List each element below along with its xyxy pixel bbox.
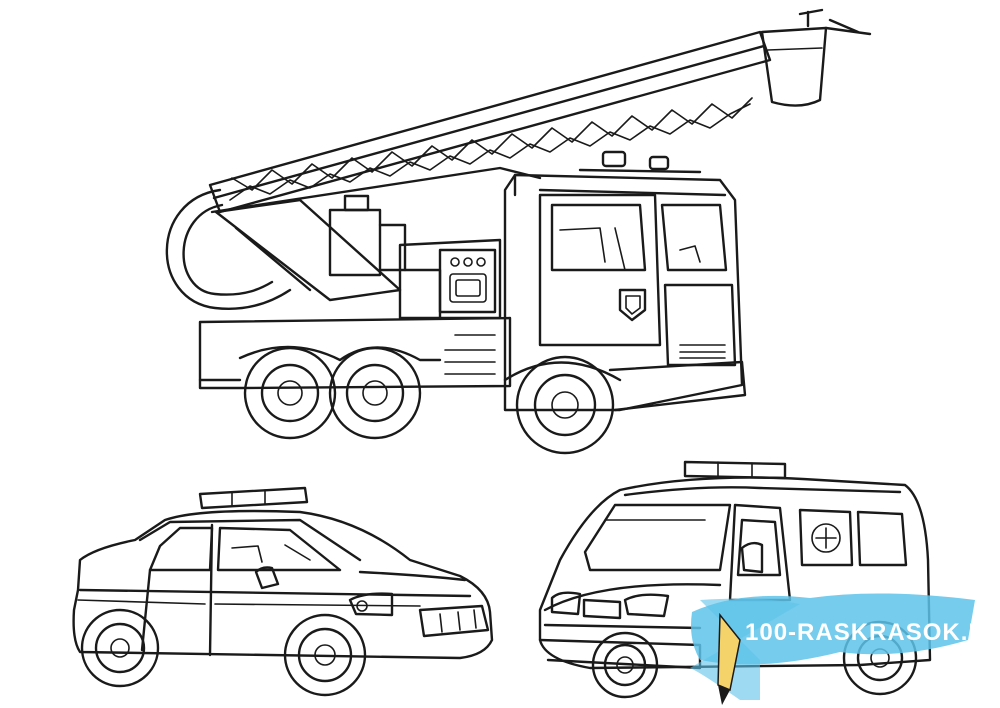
fire-truck-illustration bbox=[165, 8, 872, 455]
watermark-text: 100-RASKRASOK.RU bbox=[745, 619, 1000, 646]
fire-truck-wheel-2 bbox=[328, 346, 422, 440]
pencil-icon bbox=[717, 612, 741, 705]
police-car-front-wheel bbox=[283, 613, 367, 697]
police-car-illustration bbox=[72, 486, 494, 697]
police-car-rear-wheel bbox=[80, 608, 160, 688]
ambulance-illustration bbox=[538, 460, 932, 699]
fire-truck-wheel-1 bbox=[243, 346, 337, 440]
fire-truck-wheel-3 bbox=[515, 355, 615, 455]
ambulance-front-wheel bbox=[591, 631, 659, 699]
watermark: 100-RASKRASOK.RU bbox=[690, 593, 1000, 705]
